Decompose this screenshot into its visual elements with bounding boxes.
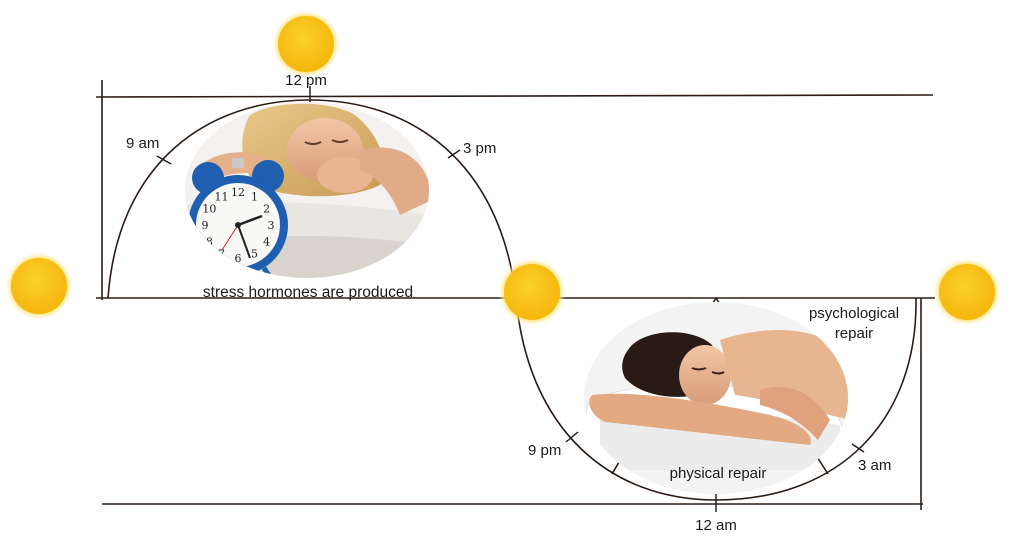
label-3am: 3 am xyxy=(858,457,891,474)
sun-noon-icon xyxy=(272,10,340,78)
night-photo xyxy=(584,302,848,494)
sun-left-icon xyxy=(5,252,73,320)
label-12pm: 12 pm xyxy=(285,72,327,89)
clock-numeral: 3 xyxy=(268,219,275,232)
clock-numeral: 2 xyxy=(263,203,270,216)
sun-center-icon xyxy=(498,258,566,326)
clock-numeral: 11 xyxy=(215,190,229,203)
label-9pm: 9 pm xyxy=(528,442,561,459)
label-3pm: 3 pm xyxy=(463,140,496,157)
clock-numeral: 7 xyxy=(218,248,225,261)
clock-numeral: 9 xyxy=(202,219,209,232)
clock-numeral: 5 xyxy=(251,248,258,261)
clock-numeral: 10 xyxy=(202,203,216,216)
clock-numeral: 6 xyxy=(235,252,242,265)
time-ticks xyxy=(156,86,865,512)
label-9am: 9 am xyxy=(126,135,159,152)
sun-right-icon xyxy=(933,258,1001,326)
clock-numeral: 12 xyxy=(231,186,245,199)
label-12am: 12 am xyxy=(695,517,737,534)
clock-numeral: 4 xyxy=(263,236,270,249)
clock-numeral: 8 xyxy=(206,236,213,249)
label-psychological: psychological xyxy=(809,305,899,322)
night-labels: 9 pm 3 am 12 am psychological repair phy… xyxy=(528,305,899,534)
clock-numeral: 1 xyxy=(251,190,258,203)
label-repair: repair xyxy=(835,325,873,342)
caption-stress-hormones: stress hormones are produced xyxy=(203,284,413,301)
label-physical-repair: physical repair xyxy=(670,465,767,482)
day-labels: 12 pm 9 am 3 pm stress hormones are prod… xyxy=(126,72,496,301)
